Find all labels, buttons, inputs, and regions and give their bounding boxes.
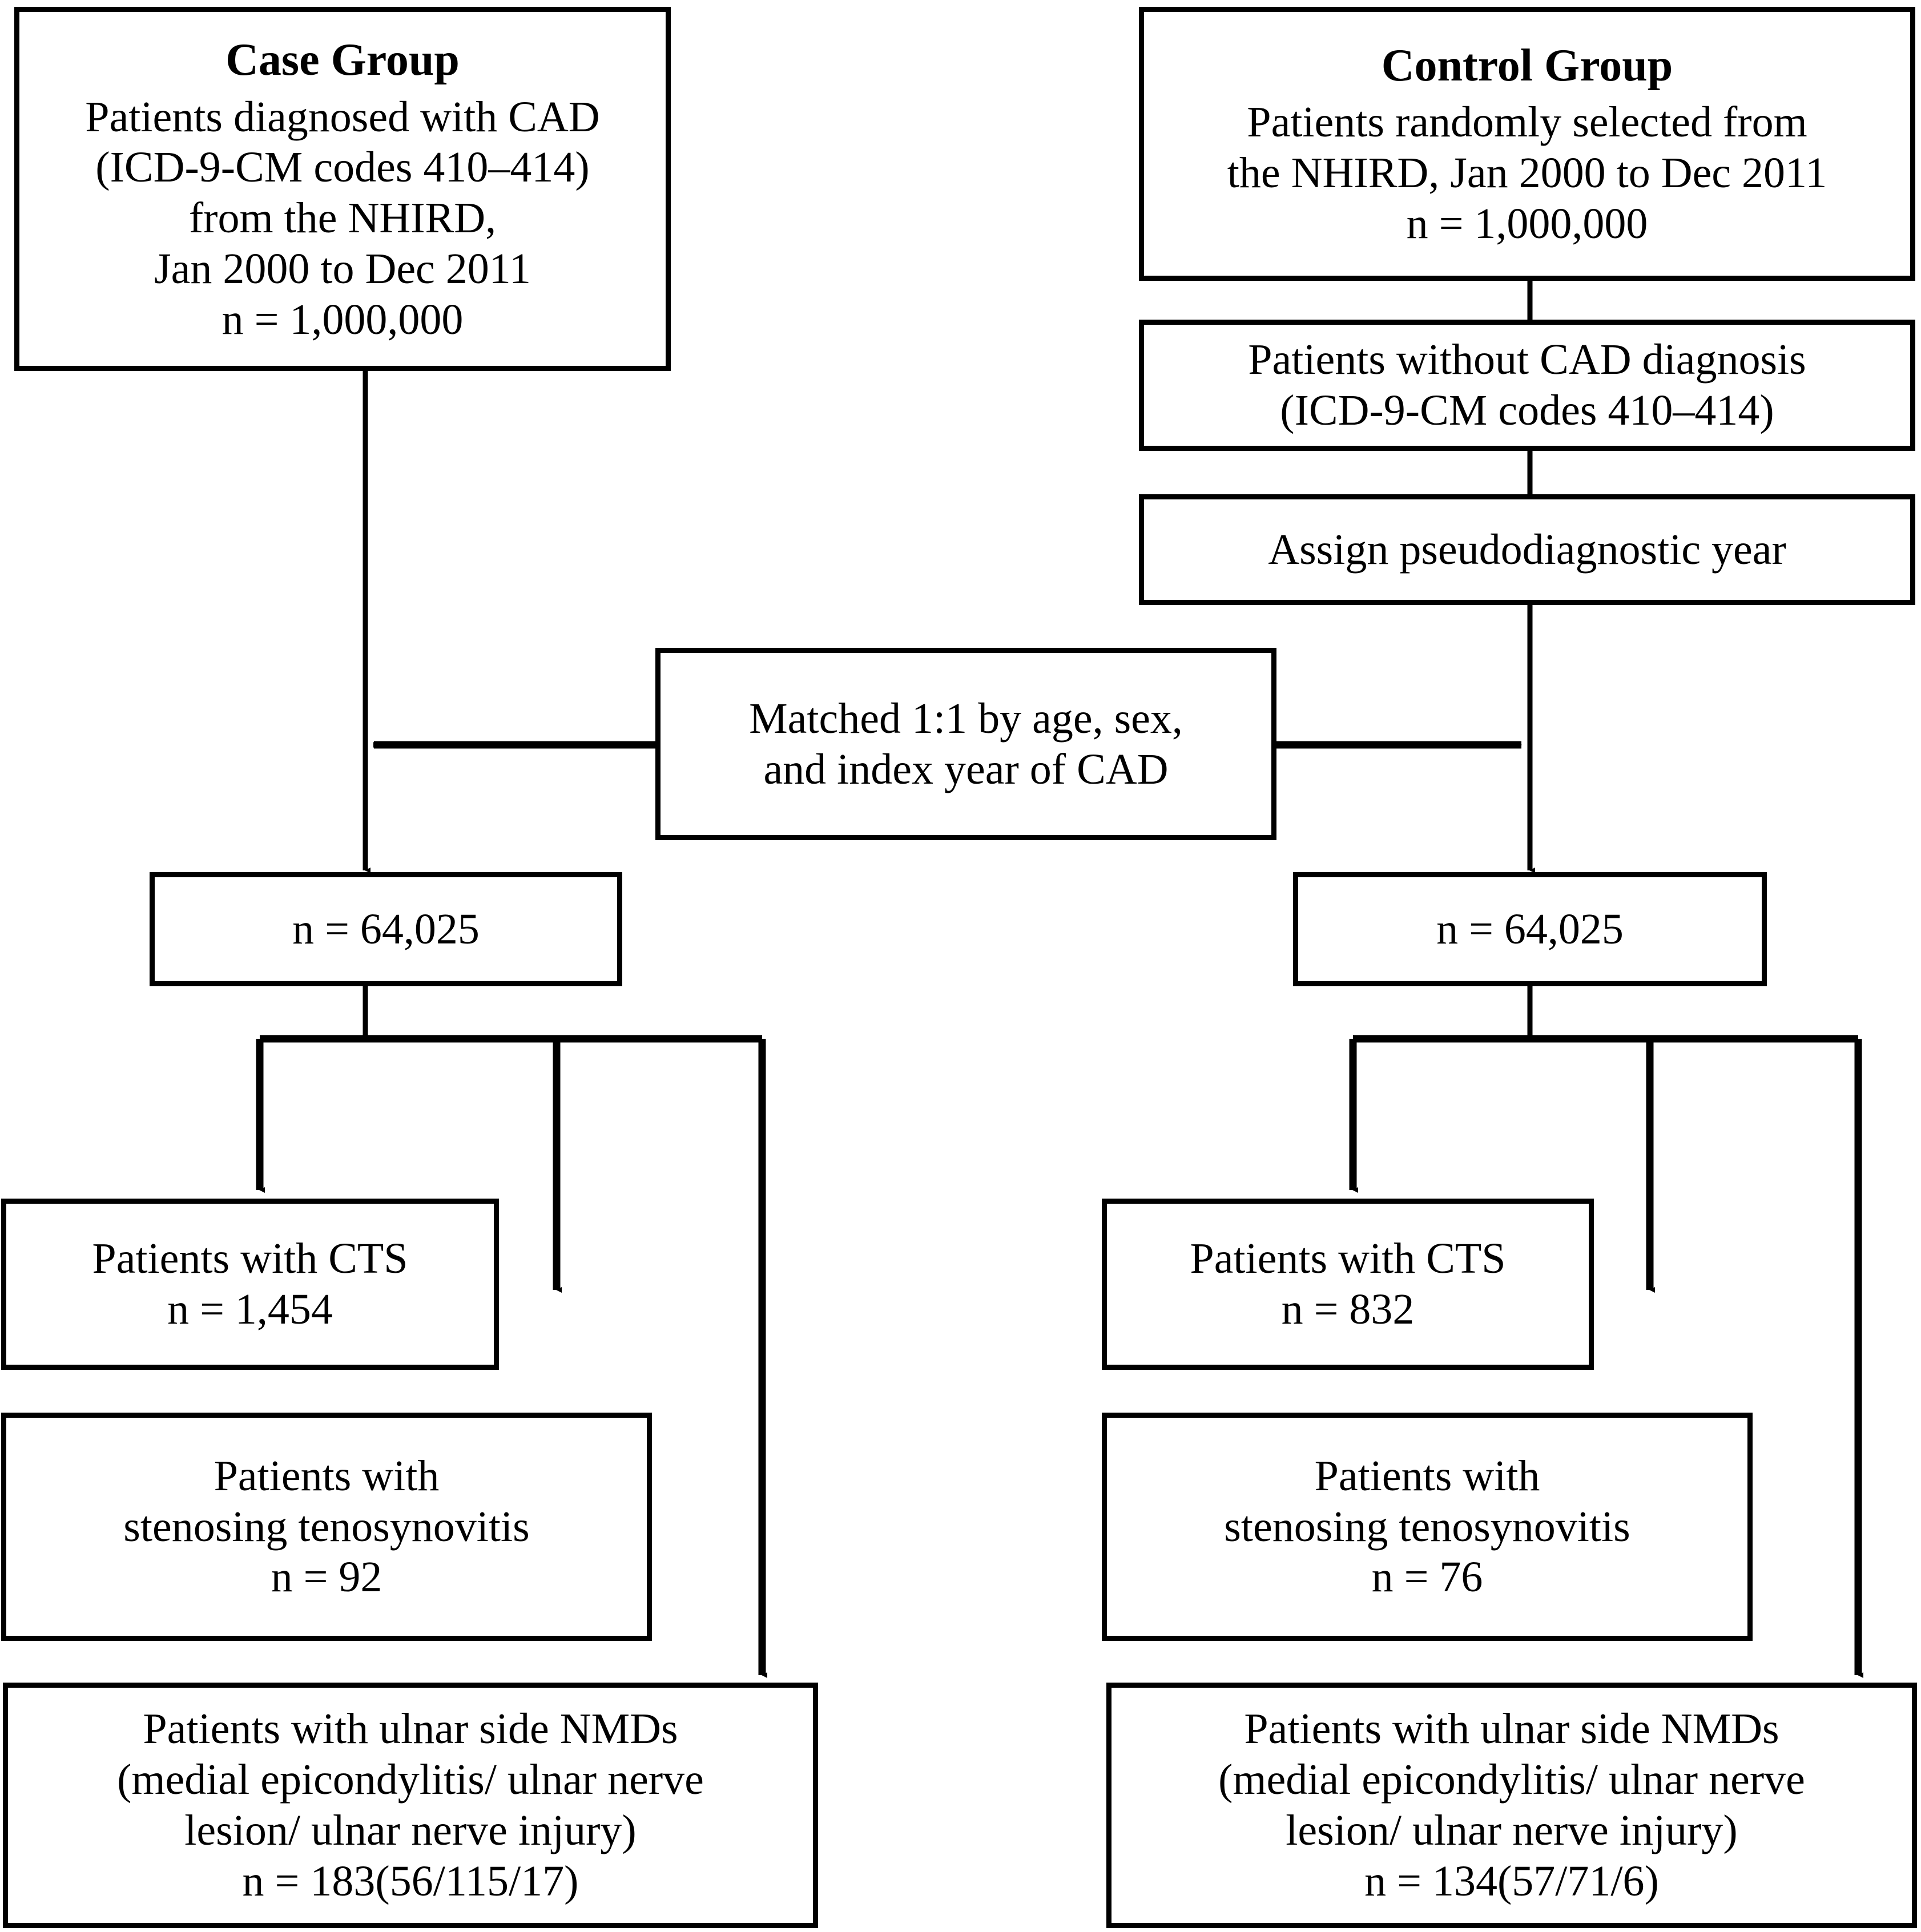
control-tenosynovitis-value: n = 76 xyxy=(1371,1553,1483,1602)
node-case-nmds: Patients with ulnar side NMDs (medial ep… xyxy=(3,1683,818,1928)
control-group-line-1: Patients randomly selected from xyxy=(1247,98,1807,147)
case-nmds-line-2: (medial epicondylitis/ ulnar nerve xyxy=(117,1756,704,1804)
assign-year-label: Assign pseudodiagnostic year xyxy=(1268,525,1786,574)
node-control-tenosynovitis-box: Patients with stenosing tenosynovitis n … xyxy=(1102,1413,1753,1641)
matched-line-1: Matched 1:1 by age, sex, xyxy=(749,694,1183,743)
node-matched-criteria: Matched 1:1 by age, sex, and index year … xyxy=(655,648,1276,840)
node-case-matched-n: n = 64,025 xyxy=(150,872,622,986)
control-tenosynovitis-line-2: stenosing tenosynovitis xyxy=(1224,1502,1630,1551)
case-nmds-line-1: Patients with ulnar side NMDs xyxy=(143,1705,678,1753)
case-group-line-4: Jan 2000 to Dec 2011 xyxy=(154,245,531,293)
case-group-line-1: Patients diagnosed with CAD xyxy=(85,92,600,141)
control-nmds-value: n = 134(57/71/6) xyxy=(1364,1857,1659,1905)
case-tenosynovitis-line-1: Patients with xyxy=(214,1451,440,1500)
node-case-cts: Patients with CTS n = 1,454 xyxy=(1,1199,499,1370)
case-group-line-5: n = 1,000,000 xyxy=(222,296,464,344)
case-group-title: Case Group xyxy=(225,34,460,85)
node-control-group: Control Group Patients randomly selected… xyxy=(1139,7,1915,281)
node-assign-year: Assign pseudodiagnostic year xyxy=(1139,494,1915,605)
control-group-line-2: the NHIRD, Jan 2000 to Dec 2011 xyxy=(1227,149,1827,197)
without-cad-line-2: (ICD-9-CM codes 410–414) xyxy=(1280,386,1774,434)
control-cts-label: Patients with CTS xyxy=(1190,1235,1506,1283)
control-group-title: Control Group xyxy=(1381,40,1673,91)
case-nmds-line-3: lesion/ ulnar nerve injury) xyxy=(184,1806,637,1854)
control-tenosynovitis-line-1: Patients with xyxy=(1314,1451,1540,1500)
case-tenosynovitis-line-2: stenosing tenosynovitis xyxy=(123,1502,530,1551)
control-matched-n-value: n = 64,025 xyxy=(1436,905,1624,953)
control-nmds-line-1: Patients with ulnar side NMDs xyxy=(1244,1705,1779,1753)
case-nmds-value: n = 183(56/115/17) xyxy=(242,1857,579,1905)
case-group-line-2: (ICD-9-CM codes 410–414) xyxy=(95,143,590,192)
control-cts-value: n = 832 xyxy=(1281,1285,1415,1333)
control-nmds-line-2: (medial epicondylitis/ ulnar nerve xyxy=(1218,1756,1805,1804)
control-nmds-line-3: lesion/ ulnar nerve injury) xyxy=(1286,1806,1738,1854)
case-group-line-3: from the NHIRD, xyxy=(188,194,497,243)
case-cts-label: Patients with CTS xyxy=(92,1235,408,1283)
case-tenosynovitis-value: n = 92 xyxy=(271,1553,382,1602)
without-cad-line-1: Patients without CAD diagnosis xyxy=(1248,336,1806,384)
node-control-matched-n: n = 64,025 xyxy=(1293,872,1767,986)
control-group-line-3: n = 1,000,000 xyxy=(1406,200,1648,248)
matched-line-2: and index year of CAD xyxy=(763,745,1169,793)
case-matched-n-value: n = 64,025 xyxy=(292,905,480,953)
node-control-cts: Patients with CTS n = 832 xyxy=(1102,1199,1594,1370)
node-control-nmds: Patients with ulnar side NMDs (medial ep… xyxy=(1106,1683,1917,1928)
node-case-tenosynovitis-box: Patients with stenosing tenosynovitis n … xyxy=(1,1413,652,1641)
case-cts-value: n = 1,454 xyxy=(167,1285,333,1333)
node-without-cad: Patients without CAD diagnosis (ICD-9-CM… xyxy=(1139,320,1915,451)
node-case-group: Case Group Patients diagnosed with CAD (… xyxy=(14,7,671,371)
